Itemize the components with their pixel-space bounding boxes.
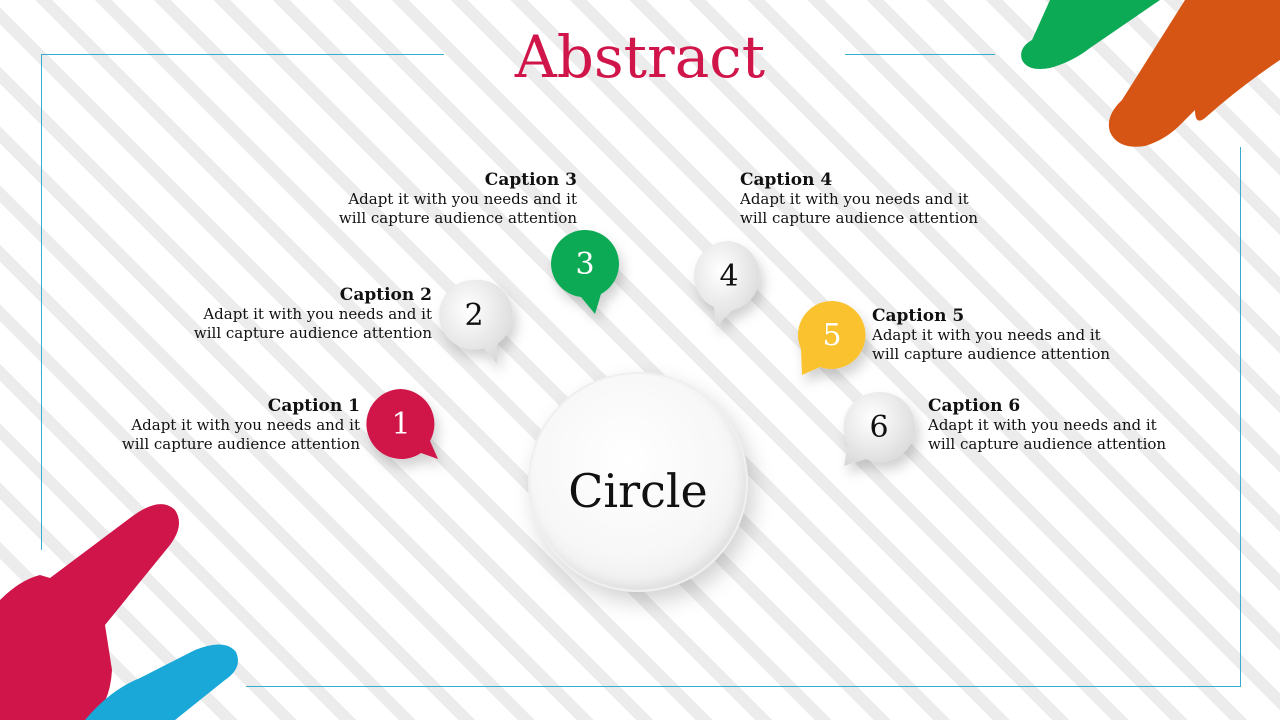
bubble-number: 5 bbox=[822, 317, 842, 353]
frame-left-line bbox=[41, 54, 42, 550]
caption-3: Caption 3 Adapt it with you needs and it… bbox=[327, 170, 577, 228]
speech-bubble-icon bbox=[439, 279, 513, 364]
bottom-left-paint-splash bbox=[0, 504, 238, 720]
page-title: Abstract bbox=[514, 23, 766, 91]
frame-bottom-line bbox=[246, 686, 1241, 687]
caption-title: Caption 6 bbox=[928, 396, 1021, 416]
speech-bubble-icon bbox=[694, 241, 760, 327]
top-right-paint-splash bbox=[1021, 0, 1280, 147]
bubble-4: 4 bbox=[694, 241, 784, 331]
caption-1: Caption 1 Adapt it with you needs and it… bbox=[110, 396, 360, 454]
center-circle: Circle bbox=[528, 372, 748, 592]
caption-title: Caption 3 bbox=[484, 170, 577, 190]
bubble-number: 2 bbox=[464, 297, 484, 333]
bubble-number: 1 bbox=[391, 406, 411, 442]
caption-text-line-1: Adapt it with you needs and it bbox=[928, 416, 1157, 434]
bubble-number: 4 bbox=[719, 258, 739, 294]
bubble-6: 6 bbox=[843, 391, 934, 482]
speech-bubble-icon bbox=[366, 389, 438, 459]
caption-text-line-2: will capture audience attention bbox=[338, 209, 577, 227]
caption-text-line-2: will capture audience attention bbox=[928, 435, 1167, 453]
speech-bubble-icon bbox=[843, 391, 916, 466]
caption-text-line-2: will capture audience attention bbox=[193, 324, 432, 342]
frame-top-left-line bbox=[41, 54, 444, 55]
caption-6: Caption 6 Adapt it with you needs and it… bbox=[928, 396, 1188, 454]
caption-title: Caption 2 bbox=[339, 285, 432, 305]
caption-2: Caption 2 Adapt it with you needs and it… bbox=[182, 285, 432, 343]
center-circle-label: Circle bbox=[568, 464, 708, 518]
crimson-paint-stroke bbox=[0, 504, 179, 720]
caption-text-line-2: will capture audience attention bbox=[740, 209, 979, 227]
caption-text-line-2: will capture audience attention bbox=[121, 435, 360, 453]
green-paint-stroke bbox=[1021, 0, 1160, 69]
caption-text-line-1: Adapt it with you needs and it bbox=[872, 326, 1101, 344]
caption-title: Caption 5 bbox=[872, 306, 965, 326]
caption-text-line-1: Adapt it with you needs and it bbox=[740, 190, 969, 208]
caption-text-line-1: Adapt it with you needs and it bbox=[348, 190, 577, 208]
caption-5: Caption 5 Adapt it with you needs and it… bbox=[872, 306, 1132, 364]
caption-text-line-1: Adapt it with you needs and it bbox=[131, 416, 360, 434]
bubble-2: 2 bbox=[439, 279, 529, 370]
caption-text-line-2: will capture audience attention bbox=[872, 345, 1111, 363]
bubble-5: 5 bbox=[797, 301, 888, 391]
frame-top-right-line bbox=[845, 54, 995, 55]
caption-title: Caption 4 bbox=[740, 170, 833, 190]
caption-title: Caption 1 bbox=[267, 396, 360, 416]
bubble-number: 3 bbox=[575, 246, 595, 282]
bubble-3: 3 bbox=[551, 230, 641, 320]
bubble-number: 6 bbox=[869, 409, 889, 445]
caption-text-line-1: Adapt it with you needs and it bbox=[203, 305, 432, 323]
caption-4: Caption 4 Adapt it with you needs and it… bbox=[740, 170, 1000, 228]
orange-paint-stroke bbox=[1108, 0, 1280, 147]
frame-right-line bbox=[1240, 147, 1241, 687]
speech-bubble-icon bbox=[797, 301, 866, 375]
bubble-1: 1 bbox=[366, 389, 456, 479]
speech-bubble-icon bbox=[551, 230, 619, 314]
blue-paint-stroke bbox=[85, 644, 238, 720]
